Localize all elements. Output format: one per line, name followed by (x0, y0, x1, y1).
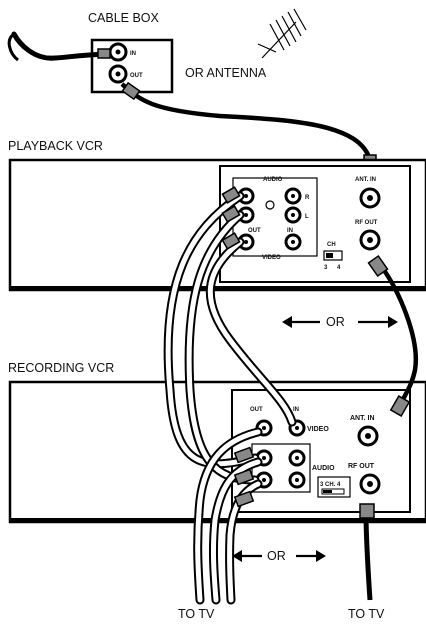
playback-or-label: OR (326, 315, 345, 329)
playback-rf-out-label: RF OUT (355, 220, 378, 226)
recording-rf-out-label: RF OUT (348, 463, 375, 470)
cable-box-to-playback-ant-in (120, 82, 373, 161)
recording-rf-out-jack (359, 473, 381, 495)
playback-vcr-label: PLAYBACK VCR (8, 139, 103, 153)
playback-ch-4-label: 4 (337, 265, 341, 271)
recording-ant-in-jack (357, 425, 379, 447)
rf-cable-playback-to-recording (376, 260, 419, 407)
playback-ch-label: CH (327, 242, 336, 248)
playback-rf-out-jack (359, 229, 381, 251)
av-plugs-playback (221, 186, 241, 250)
rf-cable-recording-to-tv (363, 511, 373, 601)
cable-box-label: CABLE BOX (88, 11, 160, 25)
playback-l-label: L (305, 214, 309, 220)
recording-ch-switch-label: 3 CH. 4 (320, 482, 341, 488)
playback-indicator (265, 200, 275, 210)
playback-video-in-jack (284, 233, 302, 251)
cable-box-in-label: IN (130, 51, 136, 57)
playback-r-label: R (305, 195, 310, 201)
cable-box-out-label: OUT (130, 73, 143, 79)
recording-out-label: OUT (250, 407, 263, 413)
recording-ant-in-label: ANT. IN (350, 415, 375, 422)
recording-audio-in-r-jack (288, 449, 306, 467)
recording-video-in-jack (288, 419, 306, 437)
playback-ant-in-jack (359, 187, 381, 209)
playback-video-label: VIDEO (262, 255, 281, 261)
or-antenna-label: OR ANTENNA (185, 66, 267, 80)
playback-vcr-bottom-strip (10, 286, 426, 291)
recording-or-label: OR (267, 549, 286, 563)
incoming-cable (11, 31, 111, 61)
antenna-icon (257, 8, 307, 59)
av-plugs-recording (233, 446, 255, 508)
playback-audio-in-l-jack (284, 206, 302, 224)
playback-out-label: OUT (248, 228, 261, 234)
playback-or-arrows (282, 316, 398, 328)
to-tv-label-right: TO TV (348, 607, 385, 621)
recording-audio-label: AUDIO (312, 465, 335, 472)
playback-ant-in-label: ANT. IN (355, 177, 376, 183)
playback-audio-label: AUDIO (263, 177, 283, 183)
playback-ch-3-label: 3 (324, 265, 328, 271)
playback-audio-in-r-jack (284, 187, 302, 205)
recording-or-arrows (232, 550, 326, 562)
cable-box-out-jack (108, 64, 128, 84)
cable-box (90, 38, 174, 94)
to-tv-label-left: TO TV (178, 607, 215, 621)
playback-in-label: IN (287, 228, 293, 234)
recording-in-label: IN (293, 407, 299, 413)
recording-vcr-label: RECORDING VCR (8, 361, 114, 375)
recording-audio-in-l-jack (288, 471, 306, 489)
recording-video-label: VIDEO (307, 426, 329, 433)
